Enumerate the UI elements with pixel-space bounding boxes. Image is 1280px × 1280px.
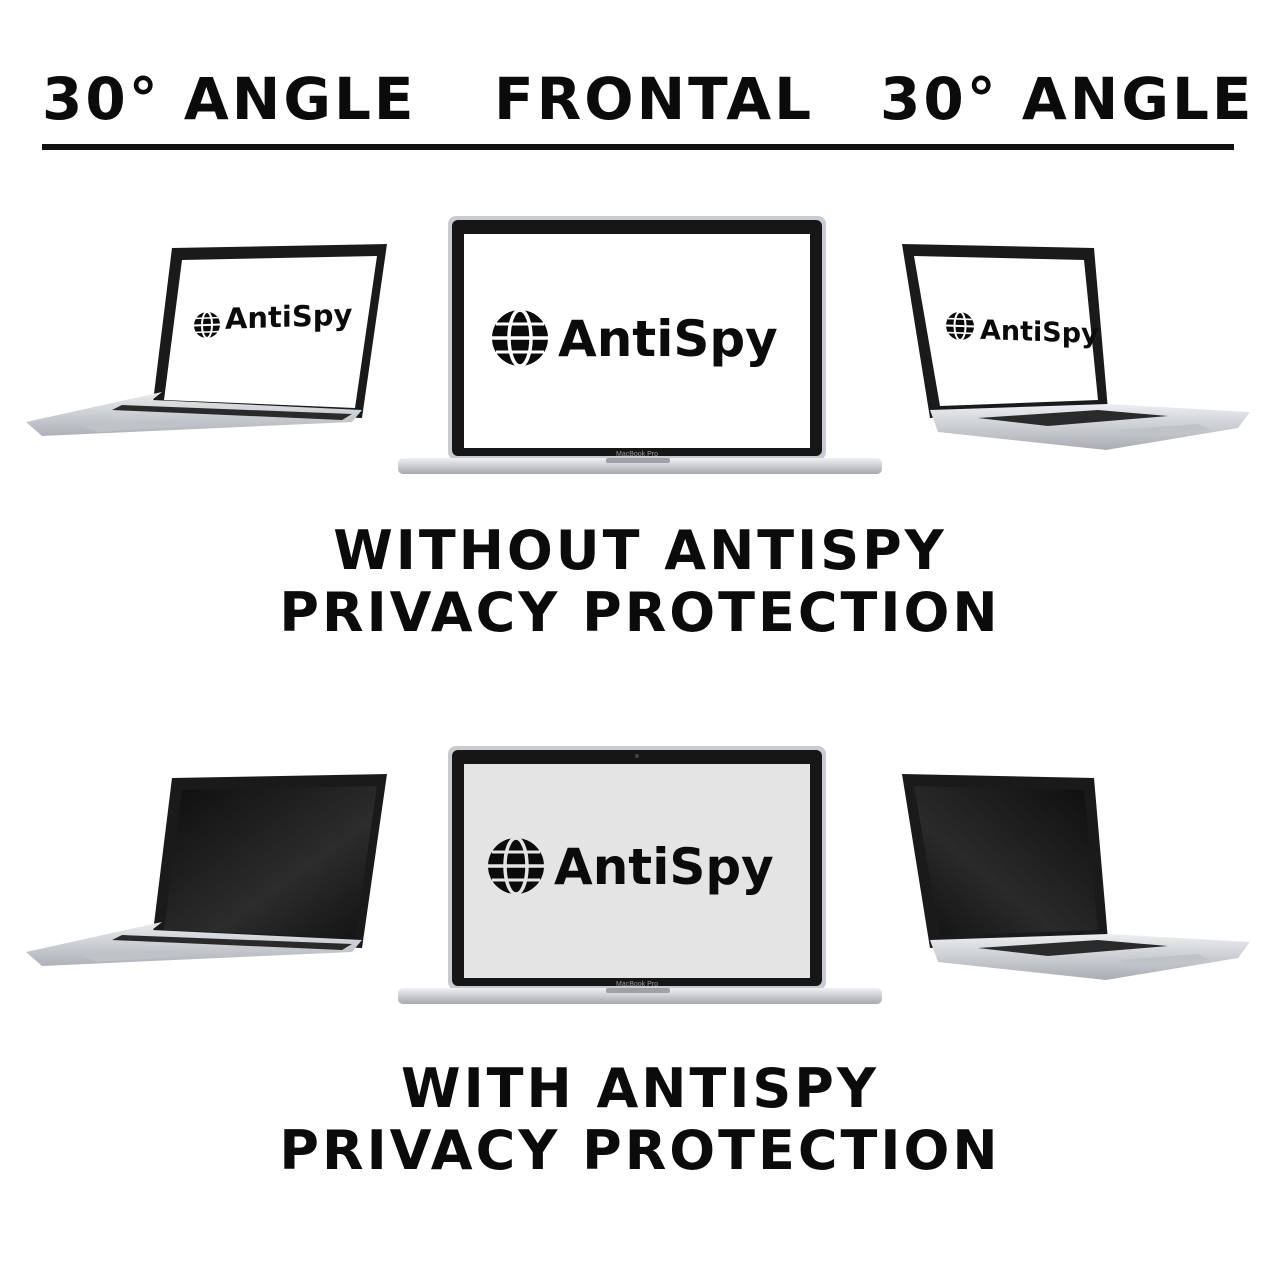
laptop-left-without-filter: AntiSpy — [26, 244, 387, 436]
caption-without-line1: WITHOUT ANTISPY — [333, 519, 947, 582]
brand-logo-text: AntiSpy — [980, 315, 1099, 350]
globe-icon — [488, 836, 544, 896]
screen-filtered — [914, 786, 1098, 936]
laptop-left-with-filter — [26, 774, 387, 966]
globe-icon — [194, 310, 220, 340]
header-right-label: 30° ANGLE — [880, 65, 1255, 133]
screen-clear — [164, 256, 377, 408]
laptop-center-without-filter: MacBook Pro AntiSpy — [398, 216, 882, 474]
laptop-right-with-filter — [902, 774, 1250, 980]
header-divider — [42, 144, 1234, 150]
caption-without-antispy: WITHOUT ANTISPY PRIVACY PROTECTION — [0, 519, 1280, 645]
caption-with-antispy: WITH ANTISPY PRIVACY PROTECTION — [0, 1057, 1280, 1183]
caption-with-line1: WITH ANTISPY — [401, 1057, 879, 1120]
laptop-center-with-filter: MacBook Pro AntiSpy — [398, 746, 882, 1004]
screen-clear — [914, 256, 1098, 406]
caption-with-line2: PRIVACY PROTECTION — [279, 1119, 1001, 1183]
laptop-right-without-filter: AntiSpy — [902, 244, 1250, 450]
globe-icon — [492, 308, 548, 368]
brand-logo-text: AntiSpy — [558, 310, 778, 368]
caption-without-line2: PRIVACY PROTECTION — [279, 581, 1001, 645]
laptop-model-label: MacBook Pro — [616, 981, 658, 988]
laptop-model-label: MacBook Pro — [616, 451, 658, 458]
brand-logo-text: AntiSpy — [225, 297, 352, 335]
header-center-label: FRONTAL — [494, 65, 815, 133]
brand-logo-text: AntiSpy — [554, 838, 774, 896]
screen-filtered — [164, 786, 377, 938]
globe-icon — [946, 310, 974, 342]
header-left-label: 30° ANGLE — [42, 65, 417, 133]
